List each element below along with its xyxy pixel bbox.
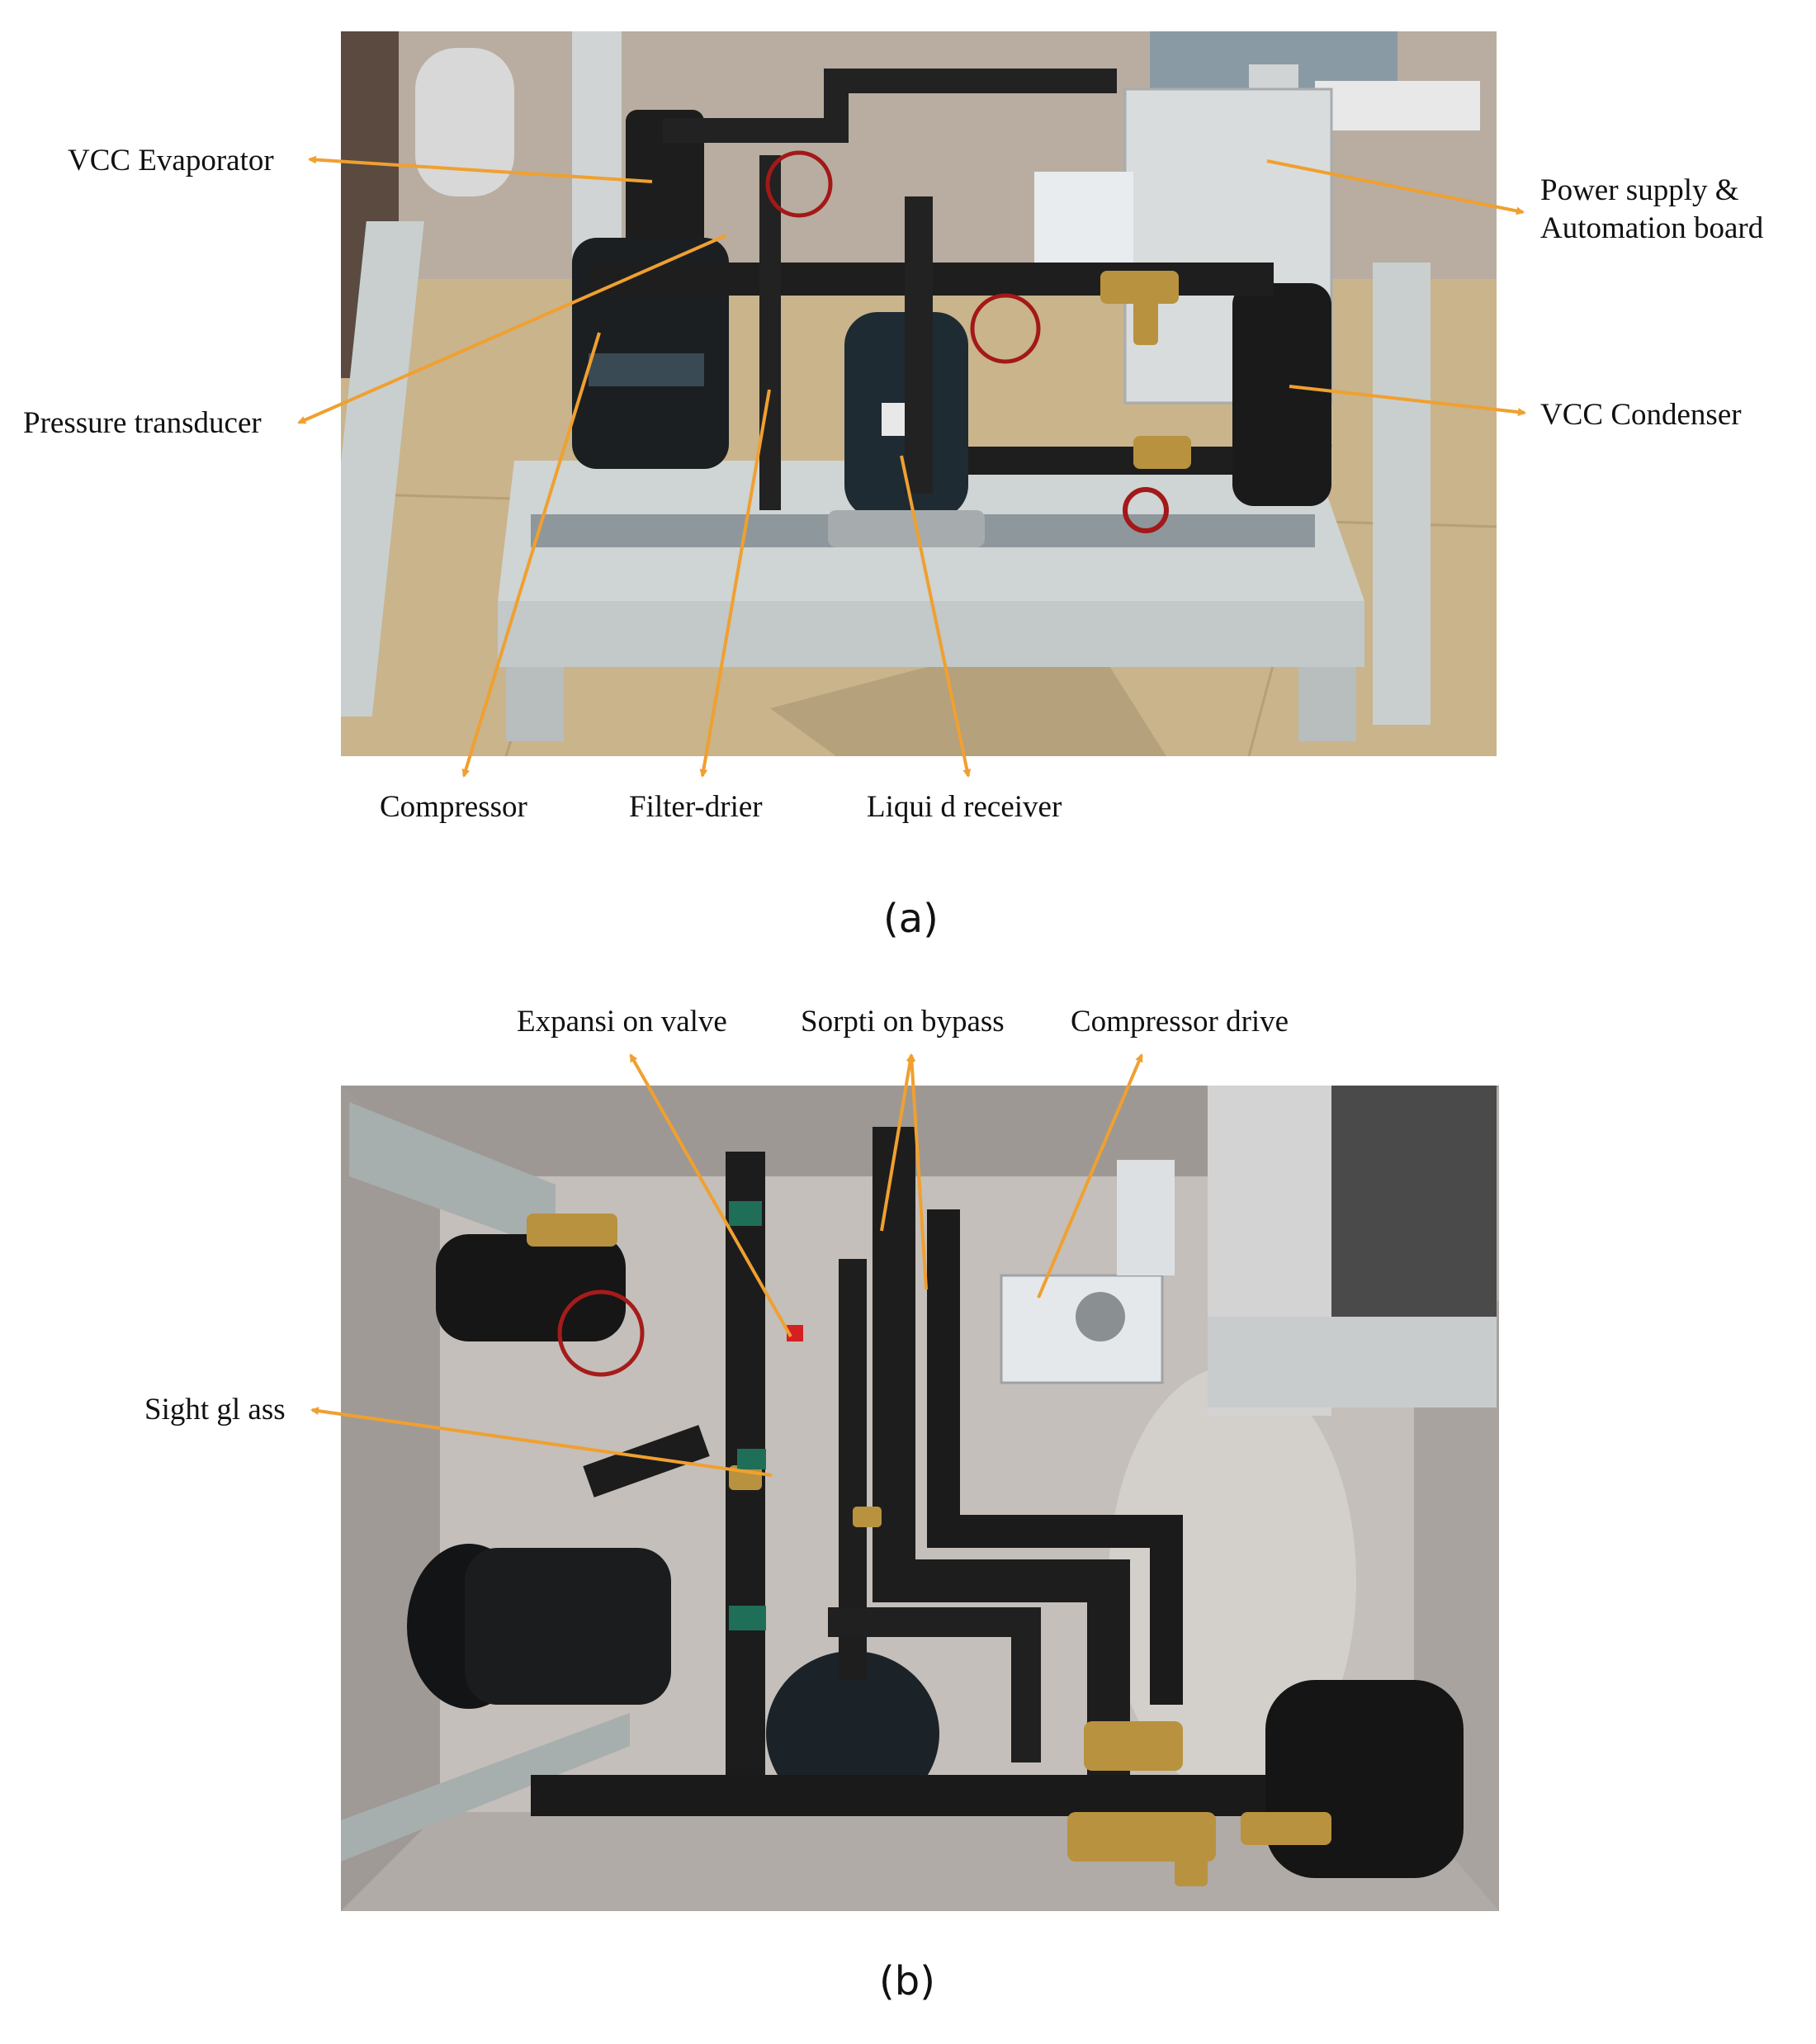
caption-b: (b) [879, 1958, 935, 2004]
photo-b-enclosure-interior [341, 1086, 1499, 1911]
label-sorption-bypass: Sorpti on bypass [801, 1005, 1005, 1039]
photo-a-vcc-test-rig [341, 31, 1497, 756]
label-pressure-transducer: Pressure transducer [23, 406, 262, 440]
caption-a: (a) [883, 896, 939, 942]
label-power-supply: Power supply & Automation board [1540, 172, 1763, 248]
label-liquid-receiver: Liqui d receiver [867, 790, 1062, 824]
label-expansion-valve: Expansi on valve [517, 1005, 727, 1039]
label-compressor: Compressor [380, 790, 527, 824]
label-power-supply-line1: Power supply & [1540, 173, 1739, 207]
label-compressor-drive: Compressor drive [1071, 1005, 1289, 1039]
label-sight-glass: Sight gl ass [144, 1393, 286, 1427]
label-vcc-condenser: VCC Condenser [1540, 398, 1742, 432]
label-vcc-evaporator: VCC Evaporator [68, 144, 274, 177]
label-power-supply-line2: Automation board [1540, 211, 1764, 246]
label-filter-drier: Filter-drier [629, 790, 763, 824]
